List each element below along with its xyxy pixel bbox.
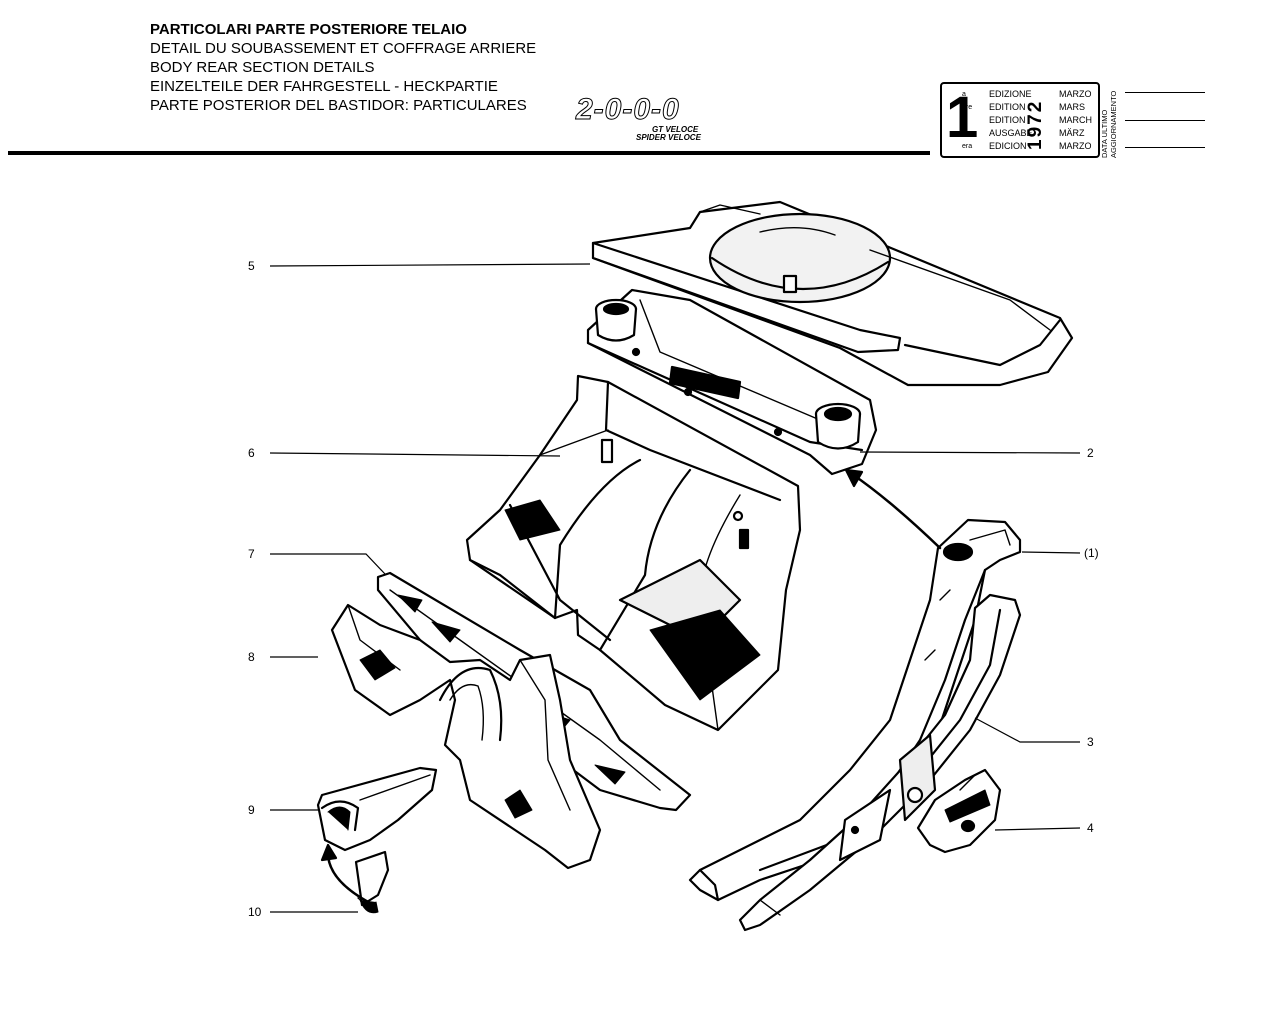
callout-5: 5 xyxy=(248,259,255,273)
leader-line-7 xyxy=(270,553,386,575)
title-french: DETAIL DU SOUBASSEMENT ET COFFRAGE ARRIE… xyxy=(150,40,537,57)
edition-month: MÄRZ xyxy=(1059,128,1085,138)
update-line xyxy=(1125,92,1205,93)
assembly-arrow-1-to-2 xyxy=(850,472,942,550)
edition-month: MARZO xyxy=(1059,141,1092,151)
callout-10: 10 xyxy=(248,905,262,919)
leader-lines xyxy=(269,263,1081,913)
edition-month: MARCH xyxy=(1059,115,1092,125)
leader-line-6 xyxy=(269,452,561,457)
part-5-boot-floor xyxy=(591,200,1074,387)
edition-label: EDIZIONE xyxy=(989,89,1032,99)
logo-spider-veloce: SPIDER VELOCE xyxy=(636,133,701,142)
part-9-bracket xyxy=(316,766,438,852)
logo-gt-veloce: GT VELOCE xyxy=(652,125,699,134)
edition-superscript: a xyxy=(962,91,966,98)
edition-superscript: ere xyxy=(962,104,973,111)
model-logo: 2-0-0-0 GT VELOCE SPIDER VELOCE xyxy=(576,93,706,142)
part-8-tunnel-panel xyxy=(330,603,602,870)
edition-month: MARZO xyxy=(1059,89,1092,99)
document-titles: PARTICOLARI PARTE POSTERIORE TELAIO DETA… xyxy=(150,20,536,115)
part-2-rear-crossmember xyxy=(586,288,878,476)
title-italian: PARTICOLARI PARTE POSTERIORE TELAIO xyxy=(150,21,467,38)
edition-superscript: era xyxy=(962,143,973,150)
edition-label: EDITION xyxy=(989,115,1026,125)
edition-number: 1 xyxy=(946,85,979,150)
edition-superscript: . xyxy=(962,130,964,137)
edition-label: EDITION xyxy=(989,102,1026,112)
callout-3: 3 xyxy=(1087,735,1094,749)
leader-line-1 xyxy=(1021,551,1081,554)
update-line xyxy=(1125,147,1205,148)
part-4-mount-bracket xyxy=(916,768,1002,854)
callout-7: 7 xyxy=(248,547,255,561)
header-rule xyxy=(8,151,930,155)
callout-4: 4 xyxy=(1087,821,1094,835)
part-6-rear-inner-panel xyxy=(465,374,802,732)
leader-line-2 xyxy=(859,451,1081,454)
update-line xyxy=(1125,120,1205,121)
callout-2: 2 xyxy=(1087,446,1094,460)
edition-label: AUSGABE xyxy=(989,128,1033,138)
part-3-rear-side-member xyxy=(738,593,1022,932)
logo-2000: 2-0-0-0 xyxy=(576,93,680,126)
leader-line-5 xyxy=(269,263,591,267)
callout-1: (1) xyxy=(1084,546,1099,560)
callout-8: 8 xyxy=(248,650,255,664)
edition-month: MARS xyxy=(1059,102,1086,112)
edition-superscript: st xyxy=(962,117,968,124)
title-spanish: PARTE POSTERIOR DEL BASTIDOR: PARTICULAR… xyxy=(150,97,527,114)
leader-line-3 xyxy=(974,717,1080,743)
callout-6: 6 xyxy=(248,446,255,460)
edition-label: EDICION xyxy=(989,141,1027,151)
callout-9: 9 xyxy=(248,803,255,817)
edition-box: 1 a ere st . era EDIZIONE EDITION EDITIO… xyxy=(940,82,1100,158)
assembly-arrowhead-icon xyxy=(320,843,338,862)
leader-line-4 xyxy=(994,827,1081,831)
title-english: BODY REAR SECTION DETAILS xyxy=(150,59,375,76)
title-german: EINZELTEILE DER FAHRGESTELL - HECKPARTIE xyxy=(150,78,498,95)
assembly-arrowhead-icon xyxy=(844,468,864,488)
